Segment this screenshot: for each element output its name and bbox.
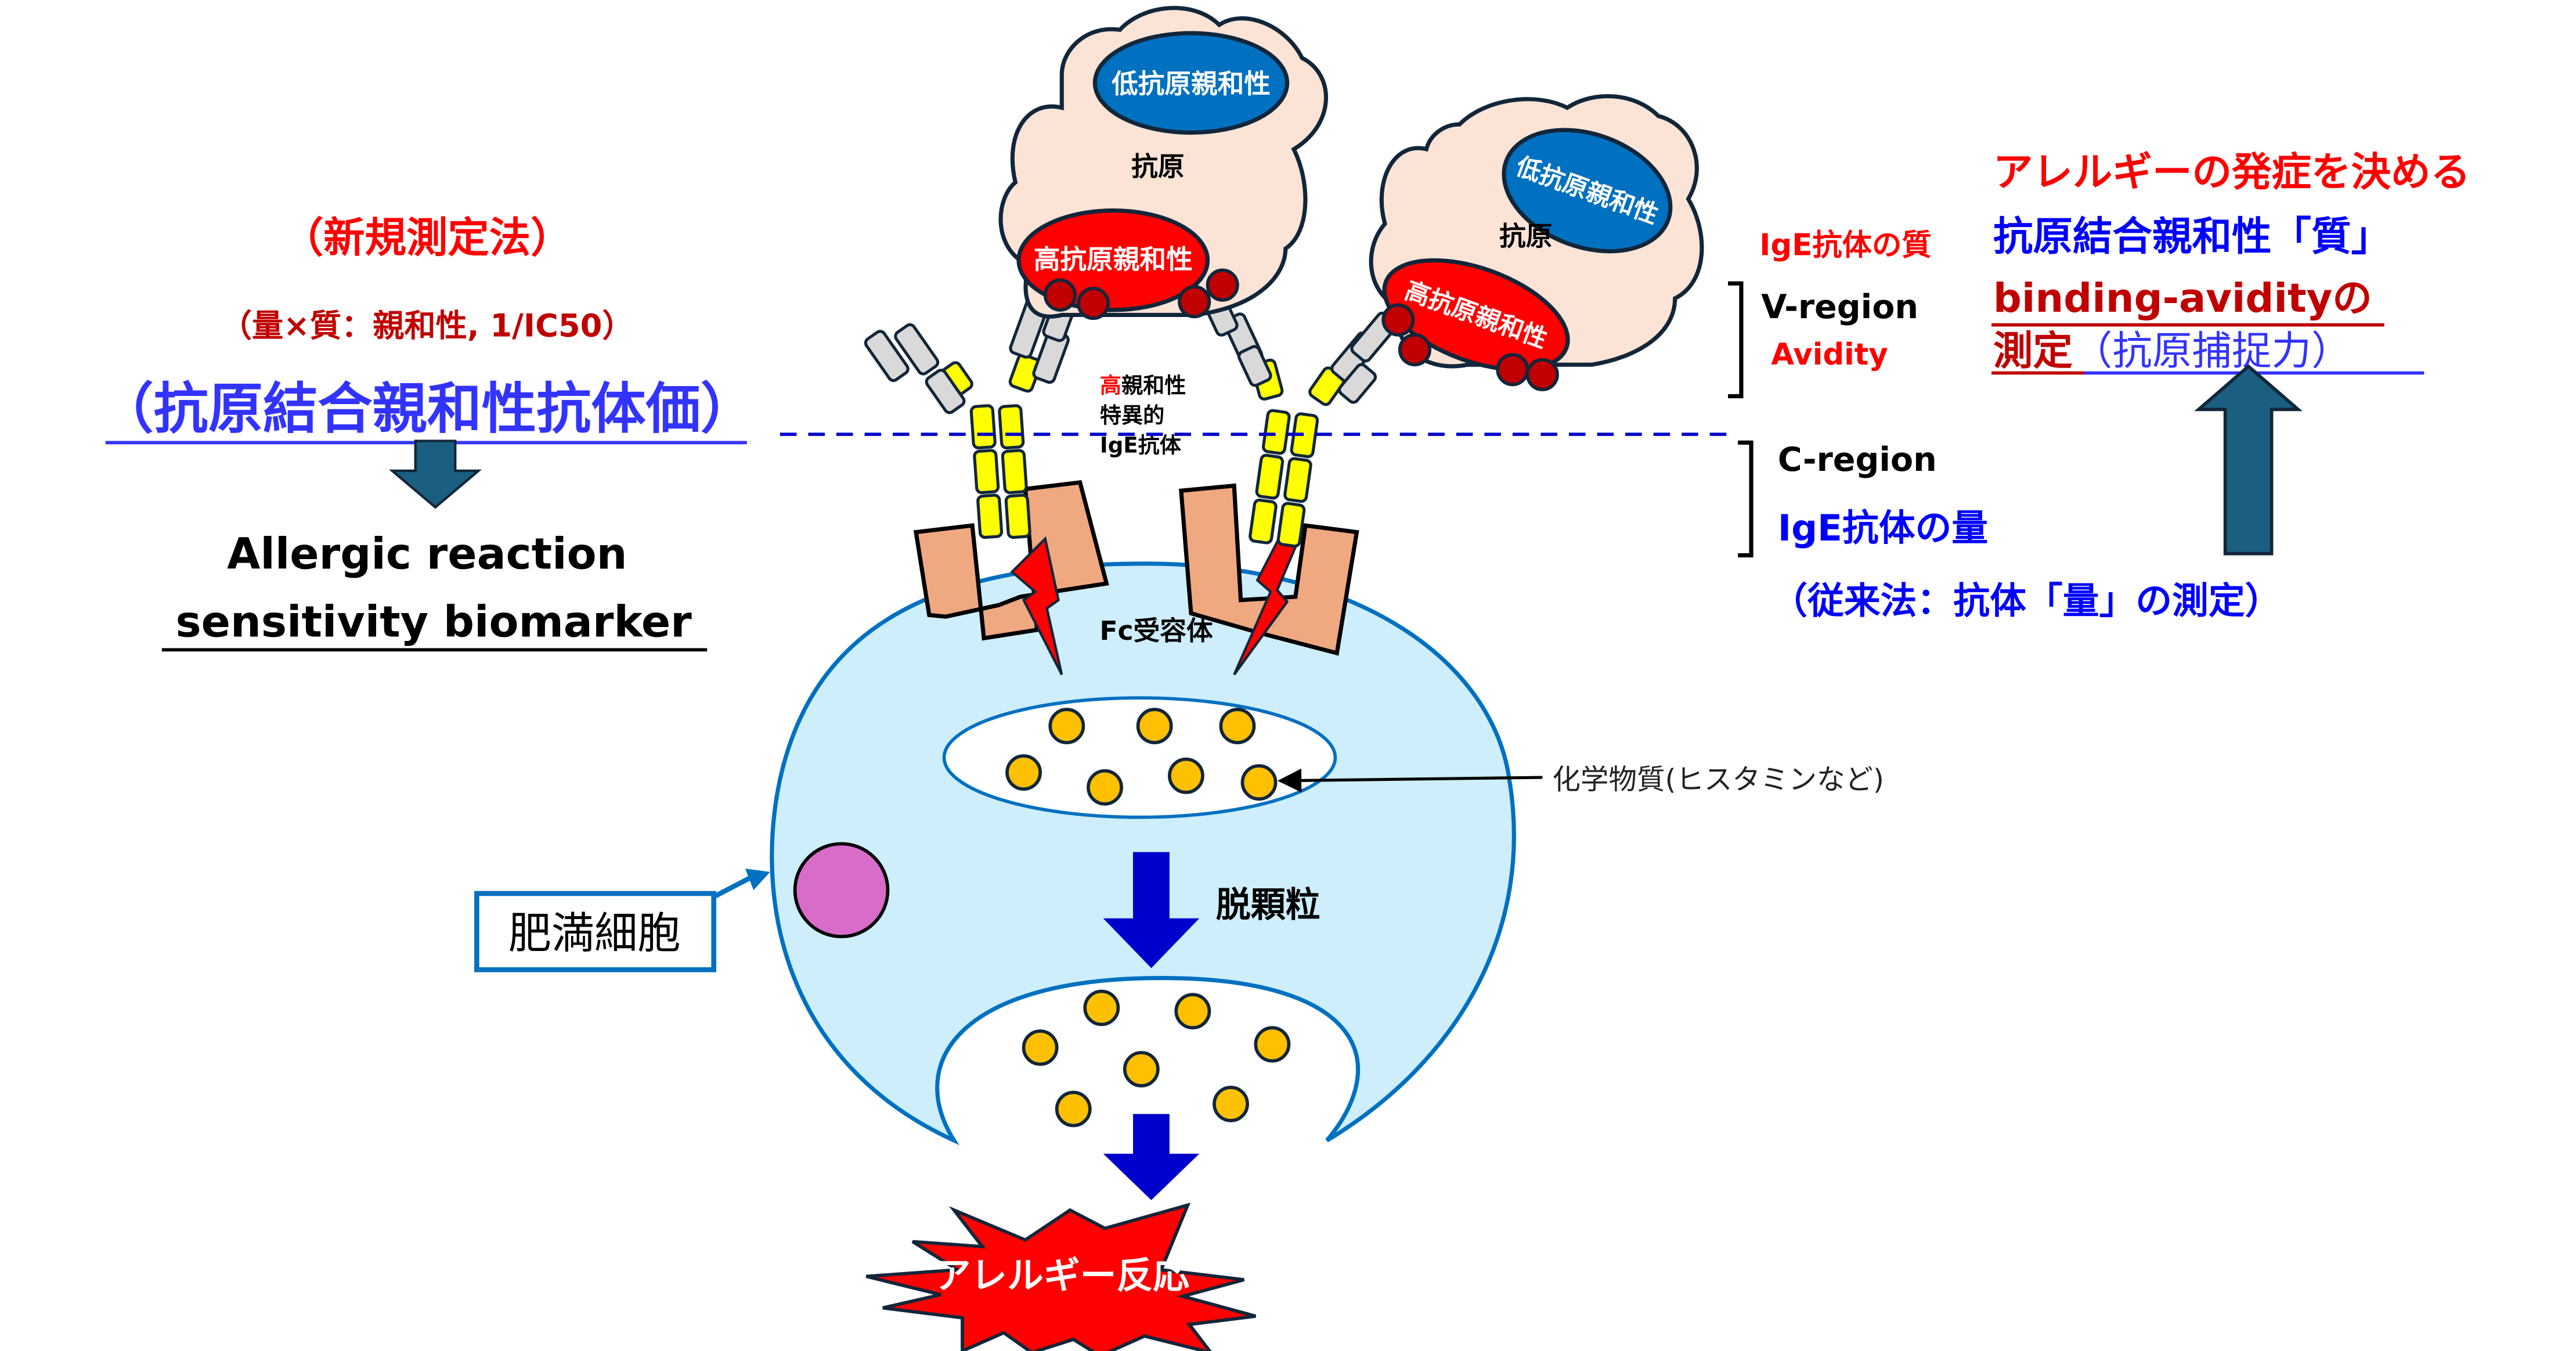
antibody-label-line3: IgE抗体 <box>1100 433 1182 457</box>
quantity-label: IgE抗体の量 <box>1778 507 1988 549</box>
c-region-label: C-region <box>1778 441 1937 479</box>
granule <box>1136 708 1173 744</box>
quality-label: IgE抗体の質 <box>1759 228 1932 263</box>
signal-bolt-right <box>1233 533 1297 676</box>
right-line1: アレルギーの発症を決める <box>1993 149 2470 196</box>
nucleus <box>793 842 890 939</box>
granules-stored <box>1005 708 1278 806</box>
granule <box>1022 1029 1059 1066</box>
epitope <box>1381 303 1415 337</box>
right-line3: binding-avidityの <box>1993 275 2372 322</box>
antigen-label: 抗原 <box>1499 221 1552 252</box>
high-affinity-label: 高抗原親和性 <box>1034 244 1193 275</box>
epitope <box>1206 268 1239 302</box>
up-arrow-teal <box>2194 364 2303 556</box>
allergy-reaction-label: アレルギー反応 <box>934 1255 1189 1297</box>
release-arrow <box>1103 1114 1200 1201</box>
granule <box>1240 764 1278 801</box>
low-affinity-site <box>1092 31 1290 135</box>
fc-receptor-label: Fc受容体 <box>1099 615 1213 646</box>
granule <box>1167 757 1204 794</box>
granule <box>1083 989 1120 1026</box>
v-region-bracket <box>1728 281 1744 398</box>
low-affinity-label: 低抗原親和性 <box>1112 69 1271 99</box>
fc-receptor-left <box>913 480 1109 641</box>
epitope <box>1178 285 1211 319</box>
antibody-label-line1: 高親和性 <box>1100 373 1186 398</box>
right-line4: 測定（抗原捕捉力） <box>1993 328 2351 374</box>
right-line2: 抗原結合親和性「質」 <box>1993 214 2391 260</box>
high-affinity-site <box>1382 258 1570 372</box>
chemical-label: 化学物質(ヒスタミンなど) <box>1552 763 1884 796</box>
avidity-label: Avidity <box>1771 337 1888 372</box>
granule <box>1219 708 1256 744</box>
low-affinity-site <box>1502 128 1673 254</box>
down-arrow-teal <box>388 439 482 509</box>
antibody-titer-label: （抗原結合親和性抗体価） <box>99 378 755 441</box>
antigen-2: 低抗原親和性 抗原 高抗原親和性 <box>1369 94 1704 391</box>
granule <box>1005 754 1042 791</box>
mast-cell-label: 肥満細胞 <box>508 908 681 959</box>
antigen-label: 抗原 <box>1131 152 1184 182</box>
granule <box>1254 1026 1291 1063</box>
epitope <box>1398 333 1431 367</box>
degranulation-arrow <box>1103 852 1200 968</box>
v-region-label: V-region <box>1761 288 1918 326</box>
granule <box>1123 1051 1160 1088</box>
biomarker-line1: Allergic reaction <box>227 528 627 579</box>
epitope <box>1076 286 1110 320</box>
new-method-label: （新規測定法） <box>282 214 572 262</box>
allergy-reaction-burst <box>865 1202 1257 1351</box>
granules-released <box>1022 989 1291 1127</box>
signal-bolt-left <box>1010 536 1063 676</box>
conventional-method-label: （従来法：抗体「量」の測定） <box>1771 579 2281 622</box>
c-region-bracket <box>1738 440 1754 558</box>
epitope <box>1525 358 1559 391</box>
epitope <box>1043 278 1077 312</box>
formula-label: （量×質：親和性, 1/IC50） <box>221 308 634 344</box>
degranulation-label: 脱顆粒 <box>1216 885 1321 925</box>
granule <box>1174 993 1211 1030</box>
granule <box>1055 1090 1092 1127</box>
epitope <box>1496 353 1529 387</box>
antigen-1: 低抗原親和性 抗原 高抗原親和性 <box>998 6 1328 320</box>
granule <box>1048 708 1085 744</box>
granule <box>1087 769 1123 806</box>
biomarker-line2: sensitivity biomarker <box>175 596 692 647</box>
mast-cell-label-box <box>474 891 716 972</box>
antibody-label-line2: 特異的 <box>1100 403 1164 428</box>
fc-receptor-right <box>1178 483 1359 656</box>
chemical-pointer-arrow <box>1278 768 1543 792</box>
mast-cell-pointer <box>712 873 757 899</box>
granule <box>1213 1086 1249 1122</box>
